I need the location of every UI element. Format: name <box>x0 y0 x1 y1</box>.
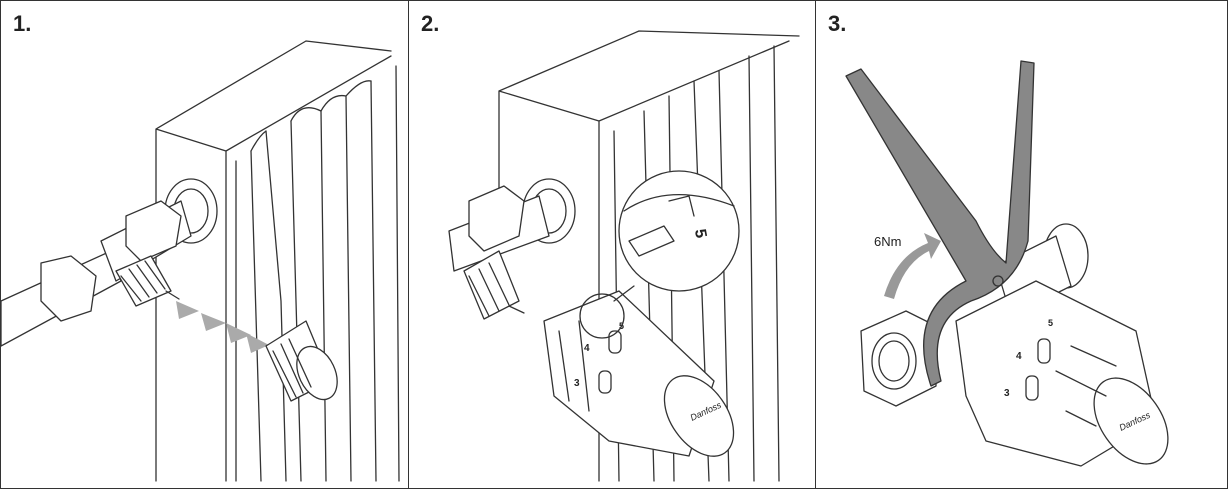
thermostat-mount-illustration: Danfoss 4 3 5 5 <box>448 30 800 482</box>
dial-number-4: 4 <box>584 343 590 354</box>
step-number: 2. <box>421 11 440 36</box>
dial-number-3: 3 <box>1004 388 1010 399</box>
step-3-panel: 3. Danfoss 4 3 5 6Nm <box>815 0 1228 489</box>
rotation-arrow-icon <box>884 233 941 299</box>
step-number: 1. <box>13 11 32 36</box>
dial-number-4: 4 <box>1016 351 1022 362</box>
tighten-with-wrench-illustration: Danfoss 4 3 5 6Nm <box>845 60 1169 467</box>
dial-number-3: 3 <box>574 378 580 389</box>
detail-scale-number: 5 <box>691 228 709 240</box>
radiator-valve-illustration <box>1 40 400 482</box>
step-1-panel: 1. <box>0 0 409 489</box>
torque-label: 6Nm <box>874 234 901 249</box>
step-2-panel: 2. Danfoss 4 3 5 5 <box>408 0 816 489</box>
dial-number-5: 5 <box>1048 318 1053 328</box>
step-number: 3. <box>828 11 847 36</box>
